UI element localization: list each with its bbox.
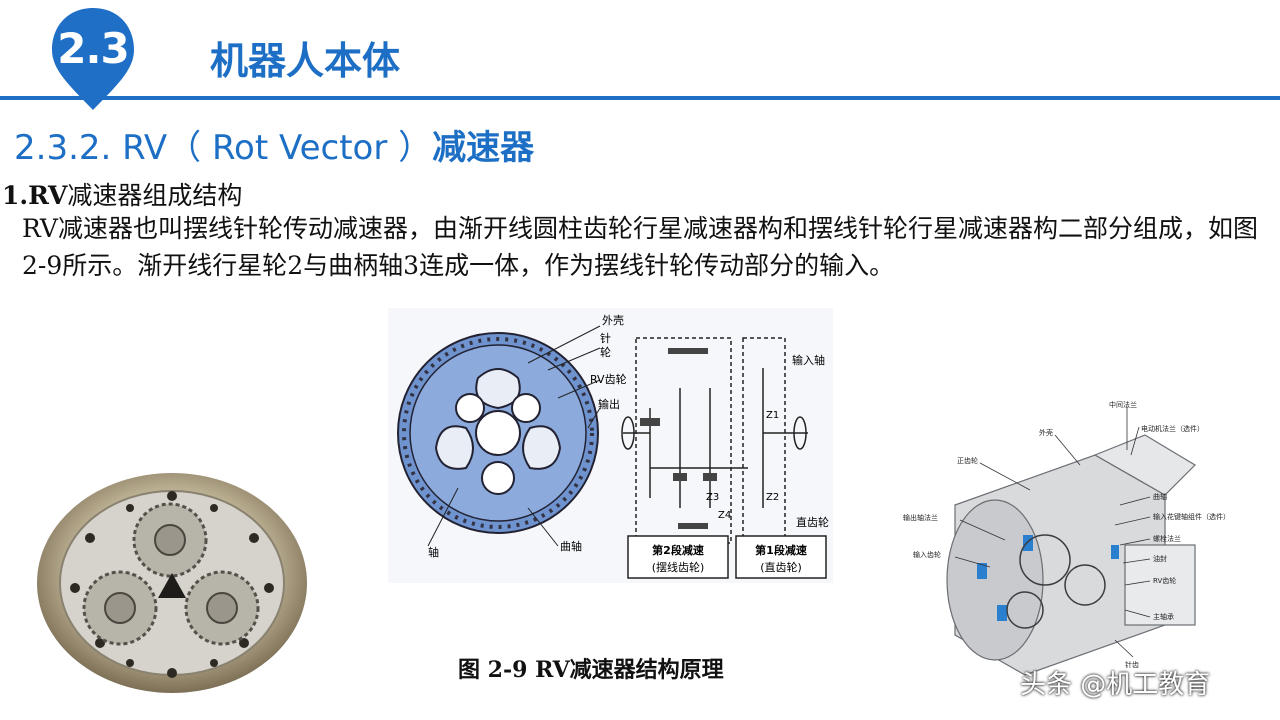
body-paragraph: RV减速器也叫摆线针轮传动减速器，由渐开线圆柱齿轮行星减速器构和摆线针轮行星减速… [22,214,1258,280]
section-title: 机器人本体 [210,39,401,83]
label-z4: Z4 [718,510,731,521]
label-pin-gear-1: 针 [600,331,611,345]
point-number: 1.RV [2,181,68,210]
subsection-title-prefix: 2.3.2. RV（ Rot Vector ） [14,128,433,168]
label-spur-gear: 直齿轮 [796,515,829,529]
point-heading: 1.RV减速器组成结构 [2,176,242,212]
label-input-shaft: 输入轴 [792,353,825,367]
figure-caption: 图 2-9 RV减速器结构原理 [458,657,724,683]
label-outer-case: 外壳 [602,313,624,327]
label-oil-seal: 油封 [1153,554,1167,563]
label-pin-gear: 针齿 [1125,660,1139,669]
label-shaft: 轴 [428,545,439,559]
label-z2: Z2 [766,492,779,503]
label-output: 输出 [598,397,620,411]
label-rv-gear: RV齿轮 [1153,576,1176,585]
label-rv-gear: RV齿轮 [590,372,627,386]
label-bolt-flange: 螺栓法兰 [1153,534,1181,543]
watermark-text: 头条 @机工教育 [1020,670,1211,700]
label-pin-gear-2: 轮 [600,345,611,359]
label-stage2-title: 第2段减速 [652,543,704,557]
section-badge-pin [52,8,134,110]
label-motor-flange: 电动机法兰（选件） [1141,424,1204,433]
subsection-title-suffix: 减速器 [432,128,535,168]
section-number: 2.3 [57,24,129,73]
point-heading-text: 减速器组成结构 [67,181,243,210]
label-output-flange: 输出轴法兰 [903,513,938,522]
label-housing: 外壳 [1039,428,1053,437]
label-spline-input: 输入花键轴组件（选件） [1153,512,1230,521]
label-middle-flange: 中间法兰 [1109,400,1137,409]
label-stage2-sub: (摆线齿轮) [652,560,705,574]
label-main-bearing: 主轴承 [1153,612,1174,621]
label-crankshaft: 曲轴 [560,539,582,553]
label-z3: Z3 [706,492,719,503]
label-stage1-title: 第1段减速 [755,543,807,557]
rv-reducer-photo [37,473,307,693]
label-input-gear: 输入齿轮 [913,550,941,559]
label-z1: Z1 [766,410,779,421]
header-divider [0,96,1280,100]
label-spur-gear: 正齿轮 [957,456,978,465]
rv-schematic-diagram: 外壳 针 轮 RV齿轮 输出 输入轴 Z1 Z2 Z3 Z4 直齿轮 轴 曲轴 … [388,308,833,583]
rv-exploded-view: 中间法兰 电动机法兰（选件） 外壳 正齿轮 曲轴 输出轴法兰 输入花键轴组件（选… [903,400,1230,676]
subsection-title: 2.3.2. RV（ Rot Vector ）减速器 [14,120,534,169]
label-crankshaft: 曲轴 [1153,492,1167,501]
label-stage1-sub: (直齿轮) [760,560,802,574]
